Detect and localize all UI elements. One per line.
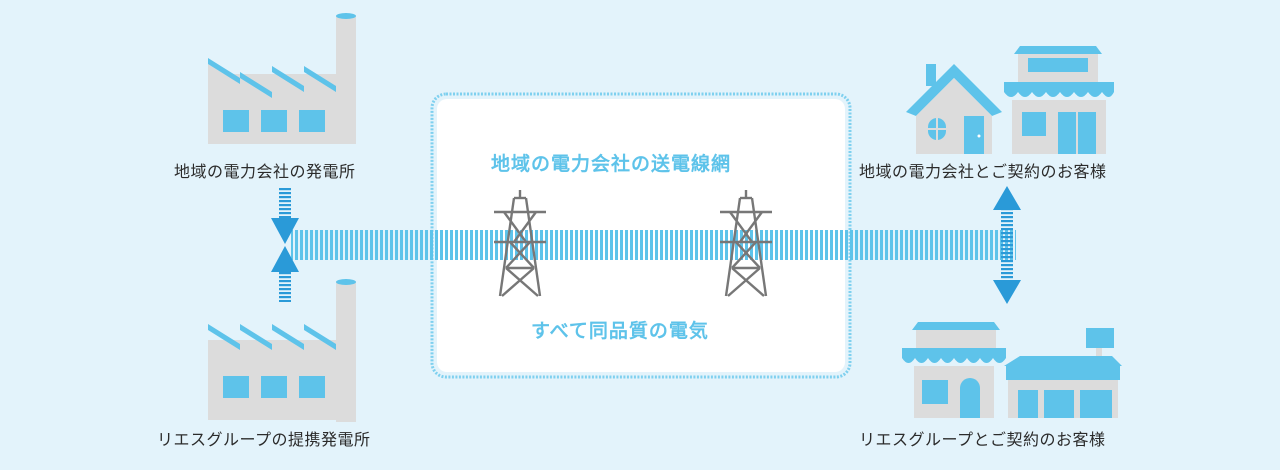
arrow-up-icon [271, 246, 299, 272]
power-tower-icon [720, 190, 772, 297]
arrow-down-icon [271, 218, 299, 244]
right-top-label: 地域の電力会社とご契約のお客様 [859, 162, 1107, 181]
factory-icon [208, 279, 356, 422]
network-subtitle: すべて同品質の電気 [531, 320, 709, 342]
left-connector [271, 188, 299, 302]
shop-icon [1004, 46, 1114, 154]
factory-icon [208, 13, 356, 144]
left-top-label: 地域の電力会社の発電所 [174, 162, 356, 181]
left-bottom-label: リエスグループの提携発電所 [157, 430, 371, 449]
store-icon [1004, 328, 1122, 418]
right-double-arrow [993, 186, 1021, 304]
house-icon [906, 64, 1002, 154]
network-title: 地域の電力会社の送電線網 [491, 153, 732, 175]
shop-icon [902, 322, 1006, 418]
arrow-up-icon [993, 186, 1021, 210]
transmission-line [291, 230, 1016, 260]
arrow-down-icon [993, 280, 1021, 304]
power-tower-icon [494, 190, 546, 297]
right-bottom-label: リエスグループとご契約のお客様 [859, 430, 1106, 449]
